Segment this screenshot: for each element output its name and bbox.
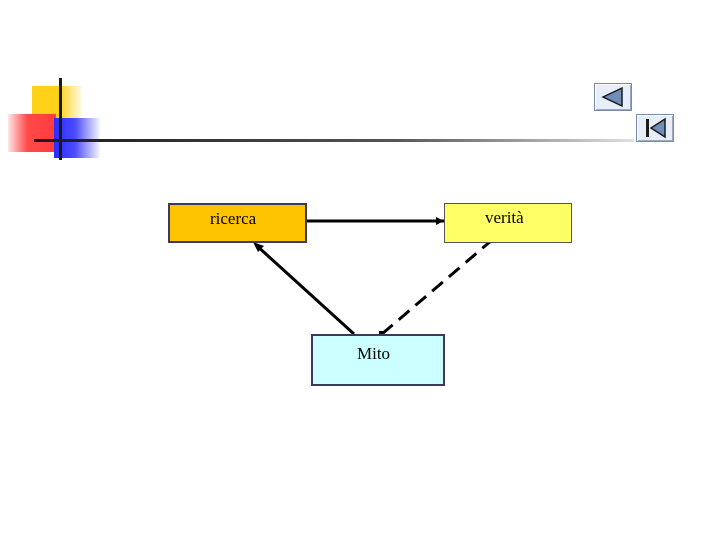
previous-slide-icon	[601, 86, 623, 108]
decorative-vertical-line	[59, 78, 62, 160]
node-verita: verità	[444, 203, 572, 243]
node-ricerca-label: ricerca	[210, 209, 257, 228]
decorative-red-square	[8, 114, 56, 152]
arrowhead-ricerca	[253, 242, 264, 252]
node-mito-label: Mito	[357, 344, 391, 363]
edge-mito-to-ricerca	[254, 243, 356, 336]
previous-slide-button[interactable]	[594, 83, 632, 111]
decorative-horizontal-line	[34, 139, 634, 142]
node-verita-label: verità	[485, 208, 524, 227]
connector-end-mito	[379, 331, 384, 336]
edge-mito-to-verita-dashed	[381, 238, 493, 336]
node-mito: Mito	[311, 334, 445, 386]
first-slide-button[interactable]	[636, 114, 674, 142]
arrowhead-verita	[436, 217, 444, 225]
first-slide-icon	[646, 117, 666, 139]
node-ricerca: ricerca	[168, 203, 307, 243]
